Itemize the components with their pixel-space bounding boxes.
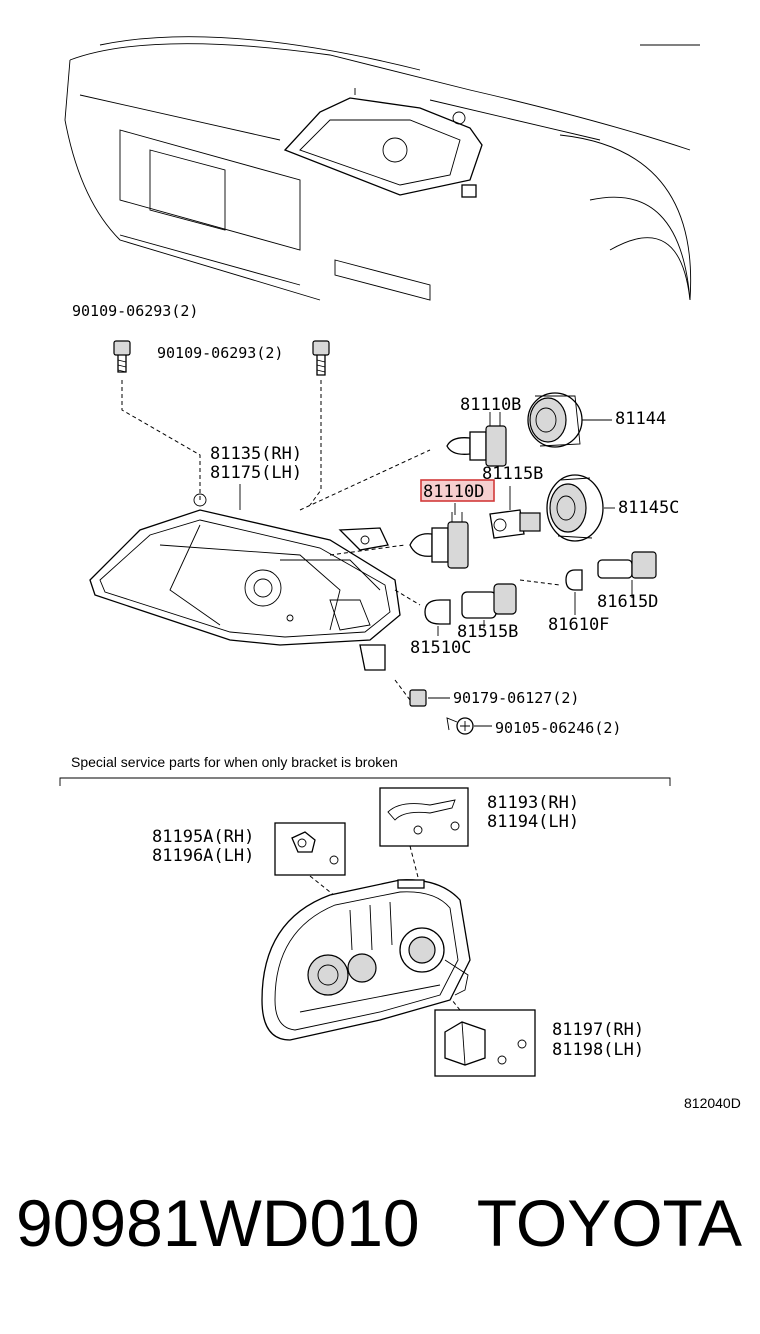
label-81515b: 81515B xyxy=(457,622,518,642)
label-bolt-right: 90109-06293(2) xyxy=(157,344,283,362)
label-81194: 81194(LH) xyxy=(487,812,579,832)
bracket-81193 xyxy=(387,799,460,835)
socket-81115b xyxy=(489,509,541,539)
car-front-illustration xyxy=(64,36,700,301)
bracket-box-top xyxy=(379,787,469,847)
cover-81145c xyxy=(546,474,604,542)
label-81144: 81144 xyxy=(615,409,666,429)
label-81197: 81197(RH) xyxy=(552,1020,644,1040)
footer-brand: TOYOTA xyxy=(476,1186,742,1260)
label-81110d: 81110D xyxy=(423,482,484,502)
diagram-code: 812040D xyxy=(684,1095,741,1111)
label-81195a: 81195A(RH) xyxy=(152,827,254,847)
label-81193: 81193(RH) xyxy=(487,793,579,813)
bracket-81195a xyxy=(291,831,339,865)
label-81196a: 81196A(LH) xyxy=(152,846,254,866)
cover-81144 xyxy=(527,392,583,448)
bolt-left xyxy=(113,340,131,373)
label-headlamp-lh: 81175(LH) xyxy=(210,463,302,483)
footer: 90981WD010 TOYOTA xyxy=(0,1185,760,1295)
service-note: Special service parts for when only brac… xyxy=(71,754,398,770)
label-81510c: 81510C xyxy=(410,638,471,658)
label-bolt-left: 90109-06293(2) xyxy=(72,302,198,320)
socket-81515b xyxy=(461,583,517,628)
label-81615d: 81615D xyxy=(597,592,658,612)
socket-81615d xyxy=(597,551,657,598)
bulb-81510c xyxy=(424,599,451,636)
footer-part-number: 90981WD010 xyxy=(16,1186,420,1260)
label-81110b: 81110B xyxy=(460,395,521,415)
bolt-right xyxy=(312,340,330,376)
headlamp-rear-view xyxy=(261,879,471,1041)
bulb-81110b xyxy=(446,412,507,467)
screw-90105 xyxy=(446,717,474,735)
label-81145c: 81145C xyxy=(618,498,679,518)
label-90105: 90105-06246(2) xyxy=(495,719,621,737)
highlight-box-81110d xyxy=(420,479,495,502)
label-81198: 81198(LH) xyxy=(552,1040,644,1060)
headlamp-assembly xyxy=(89,493,401,671)
label-81115b: 81115B xyxy=(482,464,543,484)
headlamp-parts-diagram: 90109-06293(2) 90109-06293(2) 81135(RH) … xyxy=(59,36,741,1111)
label-headlamp-rh: 81135(RH) xyxy=(210,444,302,464)
label-90179: 90179-06127(2) xyxy=(453,689,579,707)
bracket-81197 xyxy=(444,1021,527,1066)
nut-90179 xyxy=(409,689,427,707)
bulb-81110d xyxy=(409,512,469,569)
label-81610f: 81610F xyxy=(548,615,609,635)
bulb-81610f xyxy=(565,569,583,615)
